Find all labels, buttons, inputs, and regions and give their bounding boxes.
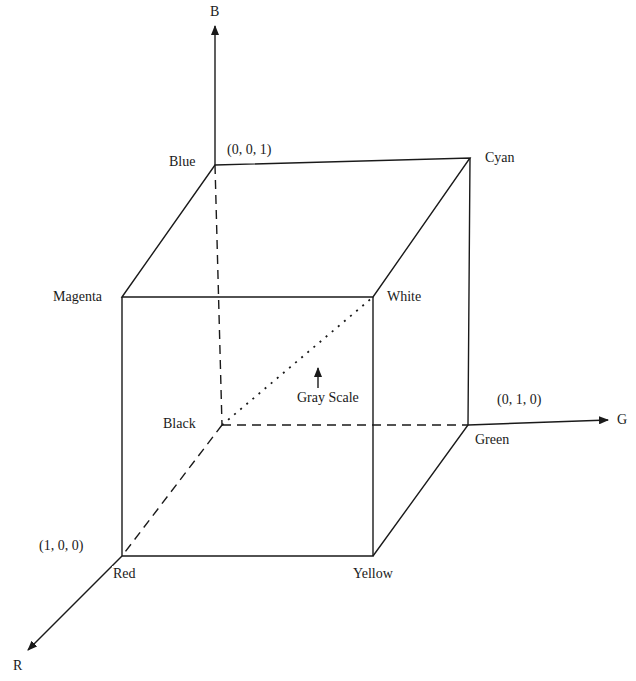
- vertex-label: B: [209, 4, 220, 20]
- vertex-label: Green: [474, 432, 510, 448]
- vertex-label: Black: [162, 416, 197, 432]
- vertex-label: (0, 0, 1): [226, 142, 272, 158]
- vertex-label: (1, 0, 0): [38, 538, 84, 554]
- b-axis: [214, 26, 215, 165]
- hidden-edges: [122, 165, 468, 556]
- vertex-label: Gray Scale: [296, 390, 360, 406]
- cube-top-face: [122, 158, 470, 297]
- gray-diagonal: [222, 297, 373, 425]
- vertex-label: Red: [112, 566, 137, 582]
- cube-front-face: [122, 297, 373, 556]
- vertex-label: (0, 1, 0): [496, 392, 542, 408]
- r-axis: [28, 556, 122, 650]
- vertex-label: G: [616, 412, 628, 428]
- cube-right-edges: [373, 158, 470, 556]
- vertex-label: R: [12, 658, 23, 674]
- vertex-label: Cyan: [484, 150, 516, 166]
- vertex-label: Yellow: [352, 566, 394, 582]
- vertex-label: Blue: [168, 154, 196, 170]
- vertex-label: White: [386, 289, 422, 305]
- vertex-label: Magenta: [52, 289, 103, 305]
- g-axis: [468, 420, 608, 425]
- gray-pointer: [317, 368, 318, 388]
